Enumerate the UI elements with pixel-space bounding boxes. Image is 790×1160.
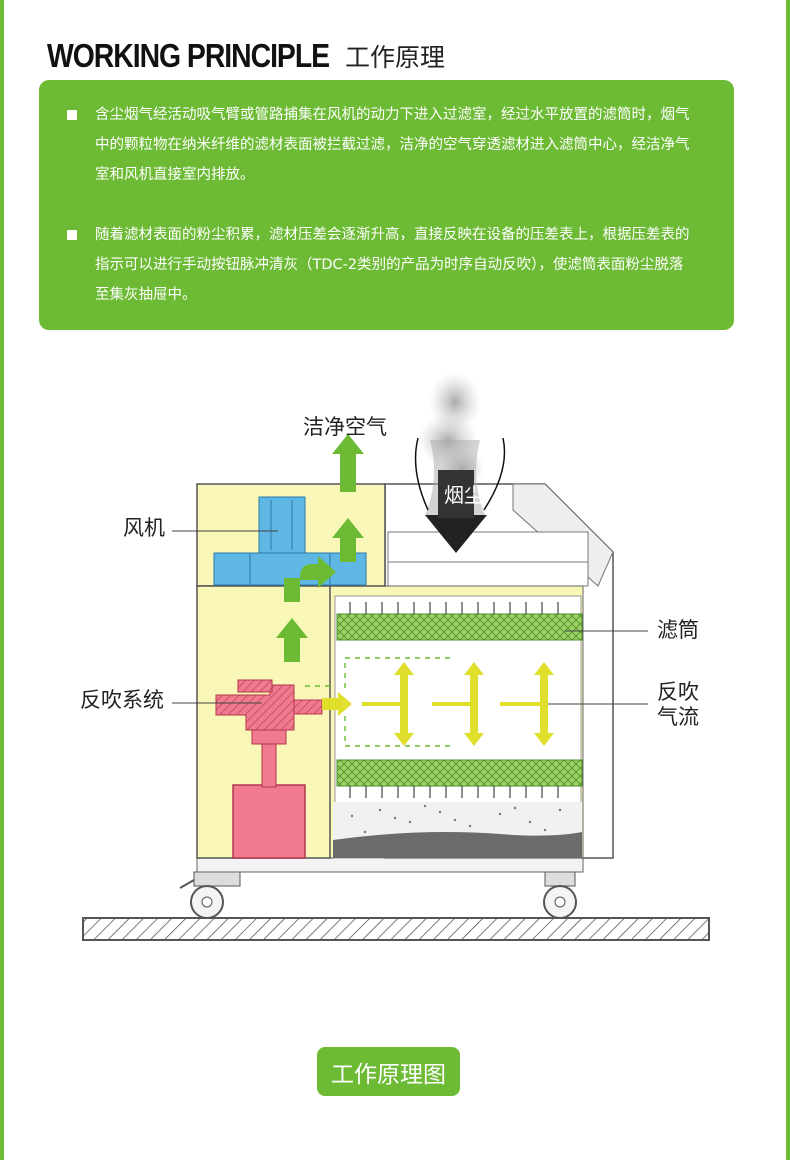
pulse-airflow-arrows <box>322 662 554 746</box>
label-filter: 滤筒 <box>657 618 699 642</box>
intro-paragraph: 含尘烟气经活动吸气臂或管路捕集在风机的动力下进入过滤室，经过水平放置的滤筒时，烟… <box>67 100 694 190</box>
caster-left <box>179 871 241 919</box>
right-border-line <box>786 0 790 1160</box>
square-bullet-icon <box>67 230 77 240</box>
dust-drawer <box>333 802 582 858</box>
intro-paragraph-text: 随着滤材表面的粉尘积累，滤材压差会逐渐升高，直接反映在设备的压差表上，根据压差表… <box>95 227 690 303</box>
intro-panel: 含尘烟气经活动吸气臂或管路捕集在风机的动力下进入过滤室，经过水平放置的滤筒时，烟… <box>39 80 734 330</box>
title-chinese: 工作原理 <box>344 43 445 72</box>
filter-media-top <box>336 613 583 641</box>
label-smoke-dust: 烟尘 <box>444 483 484 507</box>
intro-paragraph-text: 含尘烟气经活动吸气臂或管路捕集在风机的动力下进入过滤室，经过水平放置的滤筒时，烟… <box>95 107 690 183</box>
label-reverse-system: 反吹系统 <box>80 688 164 712</box>
working-principle-diagram: 洁净空气 风机 烟尘 滤筒 反吹系统 反吹气流 <box>0 340 790 960</box>
filter-surface-arrows <box>349 602 559 798</box>
diagram-drawing <box>82 372 710 941</box>
intro-paragraph: 随着滤材表面的粉尘积累，滤材压差会逐渐升高，直接反映在设备的压差表上，根据压差表… <box>67 220 694 310</box>
label-clean-air: 洁净空气 <box>303 415 387 439</box>
title-english: WORKING PRINCIPLE <box>47 37 330 74</box>
smoke-plume <box>414 372 506 553</box>
pulse-valve-system <box>215 679 323 859</box>
label-fan: 风机 <box>123 516 165 540</box>
label-reverse-airflow: 反吹气流 <box>657 680 699 730</box>
square-bullet-icon <box>67 110 77 120</box>
dust-flow-dashes <box>300 657 450 747</box>
section-header: WORKING PRINCIPLE 工作原理 <box>47 32 445 72</box>
left-border-line <box>0 0 4 1160</box>
ground-hatch <box>82 917 710 941</box>
base-plate <box>196 857 584 873</box>
leader-lines <box>172 530 648 705</box>
caster-right <box>543 871 577 919</box>
filter-media-bottom <box>336 759 583 787</box>
clean-air-arrows <box>276 434 364 662</box>
diagram-caption: 工作原理图 <box>317 1047 460 1096</box>
